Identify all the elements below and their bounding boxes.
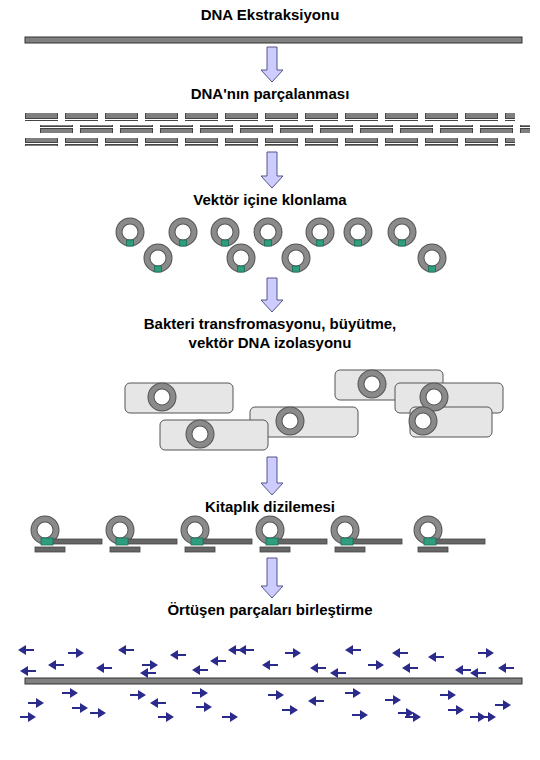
flow-arrow (261, 558, 283, 598)
dna-strand (25, 37, 522, 43)
flow-arrow (261, 152, 283, 188)
process-step: Vektör içine klonlama (0, 190, 540, 276)
sequence-reads (18, 645, 514, 722)
dna-fragments (25, 113, 530, 146)
bacteria-cells (125, 370, 503, 450)
step-label: Vektör içine klonlama (70, 190, 470, 209)
step-label: DNA Ekstraksiyonu (70, 5, 470, 24)
flow-arrow (261, 457, 283, 495)
step-label: Örtüşen parçaları birleştirme (70, 600, 470, 619)
process-step: Örtüşen parçaları birleştirme (0, 600, 540, 720)
sequenced-clones (34, 519, 485, 552)
flow-arrow (261, 47, 283, 82)
bacteria-plasmids (151, 373, 445, 445)
vector-plasmids (119, 221, 443, 272)
process-step: DNA Ekstraksiyonu (0, 5, 540, 45)
step-label: DNA'nın parçalanması (70, 84, 470, 103)
process-step: DNA'nın parçalanması (0, 84, 540, 150)
step-label: Kitaplık dizilemesi (70, 497, 470, 516)
process-step: Kitaplık dizilemesi (0, 497, 540, 556)
flow-arrow (261, 278, 283, 312)
assembled-strand (25, 678, 522, 684)
step-label: Bakteri transfromasyonu, büyütme, vektör… (125, 314, 415, 352)
process-step: Bakteri transfromasyonu, büyütme, vektör… (0, 314, 540, 455)
